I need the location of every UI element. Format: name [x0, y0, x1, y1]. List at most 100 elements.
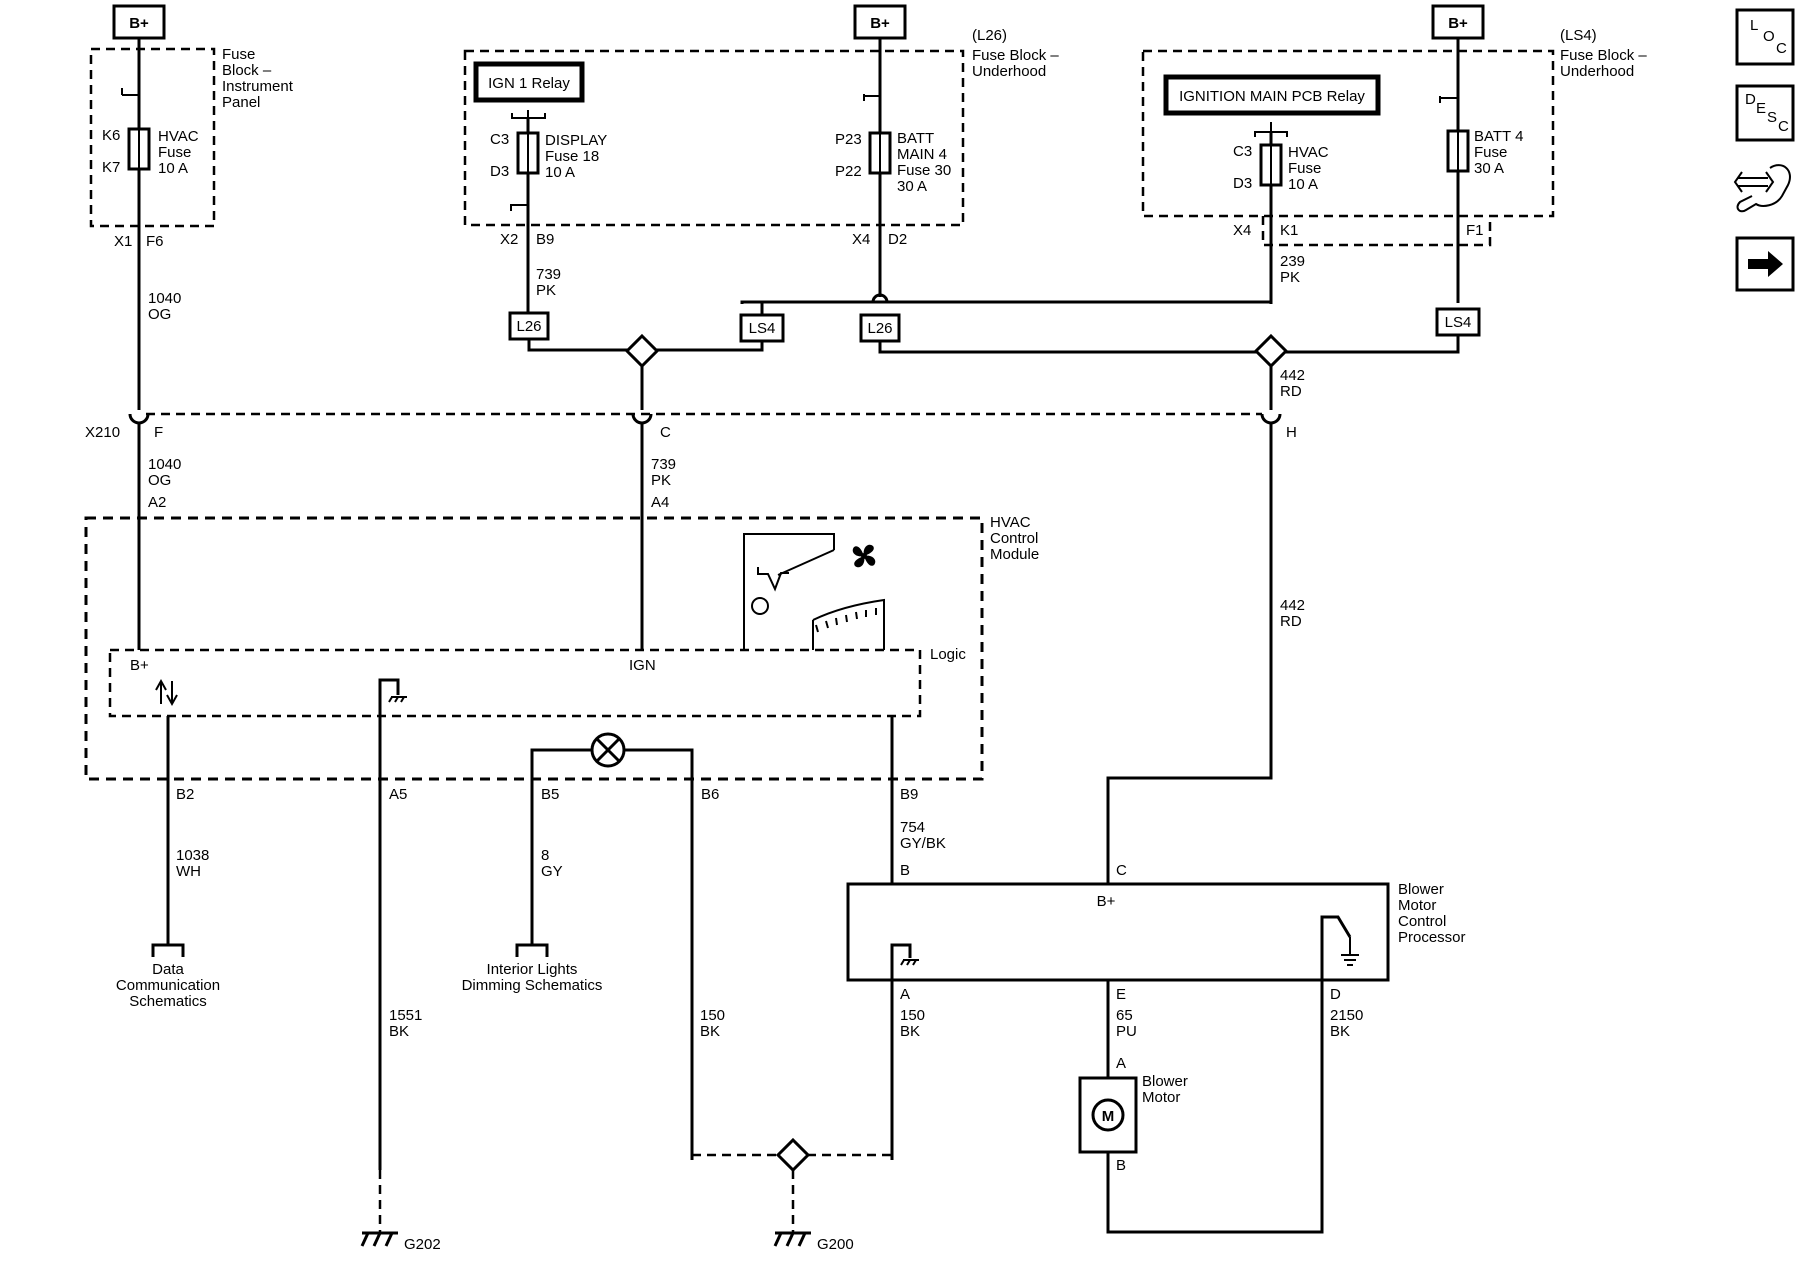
svg-text:754: 754 [900, 819, 925, 836]
svg-text:X2: X2 [500, 231, 518, 248]
svg-text:D2: D2 [888, 231, 907, 248]
svg-text:739: 739 [651, 456, 676, 473]
svg-text:442: 442 [1280, 597, 1305, 614]
svg-text:239: 239 [1280, 253, 1305, 270]
svg-text:K1: K1 [1280, 222, 1298, 239]
splice-442 [1253, 333, 1289, 369]
svg-text:P23: P23 [835, 131, 862, 148]
svg-text:Interior Lights: Interior Lights [487, 961, 578, 978]
svg-text:D: D [1745, 91, 1756, 108]
battery-bplus-ip: B+ [112, 4, 166, 40]
svg-text:C3: C3 [1233, 143, 1252, 160]
tool-icon[interactable] [1733, 164, 1791, 213]
svg-text:D: D [1330, 986, 1341, 1003]
battery-bplus-ls4: B+ [1431, 4, 1485, 40]
svg-text:Fuse 30: Fuse 30 [897, 162, 951, 179]
option-box-ls4-a: LS4 [739, 313, 785, 343]
fuse-block-ls4-extension [1261, 216, 1492, 247]
svg-text:Underhood: Underhood [972, 63, 1046, 80]
svg-text:L: L [1750, 17, 1758, 34]
svg-text:S: S [1767, 109, 1777, 126]
svg-text:B9: B9 [536, 231, 554, 248]
svg-text:HVAC: HVAC [1288, 144, 1329, 161]
svg-text:IGN 1 Relay: IGN 1 Relay [488, 75, 570, 92]
svg-text:Dimming Schematics: Dimming Schematics [462, 977, 603, 994]
svg-text:A5: A5 [389, 786, 407, 803]
svg-text:IGN: IGN [629, 657, 656, 674]
svg-text:B: B [1116, 1157, 1126, 1174]
svg-text:HVAC: HVAC [158, 128, 199, 145]
svg-text:BATT: BATT [897, 130, 934, 147]
svg-text:C: C [660, 424, 671, 441]
svg-text:F: F [154, 424, 163, 441]
svg-text:Module: Module [990, 546, 1039, 563]
desc-button[interactable]: D E S C [1735, 84, 1795, 142]
reference-bracket-icon [151, 943, 185, 957]
ground-g202-icon [360, 1231, 398, 1247]
motor-icon: M [1091, 1098, 1125, 1132]
ignition-main-pcb-relay-box: IGNITION MAIN PCB Relay [1163, 74, 1381, 116]
svg-text:PK: PK [651, 472, 671, 489]
svg-text:BK: BK [1330, 1023, 1350, 1040]
svg-text:Blower: Blower [1142, 1073, 1188, 1090]
svg-text:Motor: Motor [1142, 1089, 1180, 1106]
svg-text:WH: WH [176, 863, 201, 880]
svg-text:Fuse: Fuse [1288, 160, 1321, 177]
svg-text:L26: L26 [516, 318, 541, 335]
fuse-terminal-icon [510, 204, 528, 211]
blower-dial [812, 598, 885, 650]
ground-icon [378, 678, 407, 945]
svg-text:LS4: LS4 [1445, 314, 1472, 331]
svg-text:10 A: 10 A [158, 160, 188, 177]
svg-text:B2: B2 [176, 786, 194, 803]
svg-text:10 A: 10 A [1288, 176, 1318, 193]
control-switch-housing [743, 533, 835, 650]
svg-text:Fuse: Fuse [158, 144, 191, 161]
svg-text:BATT 4: BATT 4 [1474, 128, 1523, 145]
svg-text:BK: BK [900, 1023, 920, 1040]
svg-text:Underhood: Underhood [1560, 63, 1634, 80]
fuse-block-ip-outline [89, 47, 216, 228]
wire-ls4-cross [740, 300, 1271, 304]
battery-bplus-l26: B+ [853, 4, 907, 40]
svg-text:B9: B9 [900, 786, 918, 803]
next-arrow-button[interactable] [1735, 236, 1795, 292]
splice-739 [624, 333, 660, 369]
svg-text:A: A [1116, 1055, 1126, 1072]
svg-text:B+: B+ [129, 15, 149, 32]
reference-interior-lights[interactable]: Interior Lights Dimming Schematics [462, 961, 603, 994]
reference-bracket-icon [515, 943, 549, 957]
svg-text:Logic: Logic [930, 646, 966, 663]
loc-button[interactable]: L O C [1735, 8, 1795, 66]
svg-text:1040: 1040 [148, 456, 181, 473]
svg-text:RD: RD [1280, 613, 1302, 630]
svg-text:A4: A4 [651, 494, 669, 511]
svg-text:E: E [1756, 100, 1766, 117]
splice-150 [775, 1137, 811, 1173]
svg-text:G200: G200 [817, 1236, 854, 1253]
svg-text:C: C [1116, 862, 1127, 879]
svg-text:K7: K7 [102, 159, 120, 176]
connector-icon [128, 413, 150, 425]
svg-text:X1: X1 [114, 233, 132, 250]
svg-text:30 A: 30 A [1474, 160, 1504, 177]
option-box-ls4-b: LS4 [1435, 307, 1481, 337]
svg-text:P22: P22 [835, 163, 862, 180]
svg-text:B+: B+ [1448, 15, 1468, 32]
svg-text:Communication: Communication [116, 977, 220, 994]
svg-text:X4: X4 [1233, 222, 1251, 239]
svg-text:PU: PU [1116, 1023, 1137, 1040]
reference-data-communication[interactable]: Data Communication Schematics [116, 961, 220, 1010]
svg-text:Fuse: Fuse [1474, 144, 1507, 161]
svg-text:B6: B6 [701, 786, 719, 803]
hvac-module-title: HVAC Control Module [990, 514, 1039, 563]
svg-text:Data: Data [152, 961, 184, 978]
blower-motor-control-processor [846, 882, 1390, 982]
ground-icon [890, 943, 919, 980]
fuse-terminal-icon [863, 94, 880, 101]
svg-text:A: A [900, 986, 910, 1003]
svg-text:D3: D3 [490, 163, 509, 180]
fuse-terminal-icon [121, 88, 139, 96]
svg-text:GY: GY [541, 863, 563, 880]
ground-icon [1320, 915, 1359, 980]
